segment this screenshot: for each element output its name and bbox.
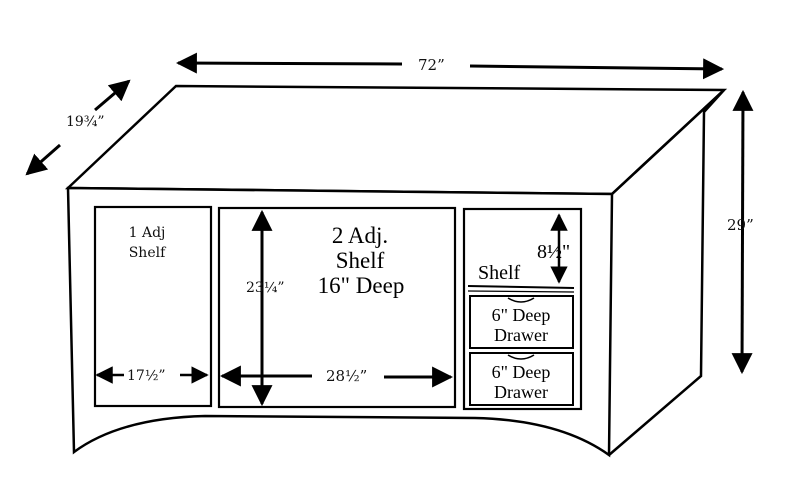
width-arrow-right: [469, 58, 725, 80]
drawer-bottom: [469, 352, 574, 406]
center-label-line2: Shelf: [336, 248, 385, 273]
center-width-label: 28½”: [326, 367, 367, 385]
left-label-line1: 1 Adj: [129, 225, 166, 241]
drawer-bottom-pull: [507, 354, 535, 360]
right-shelf: [467, 285, 575, 289]
height-label: 29”: [727, 216, 754, 234]
depth-arrow-top: [94, 79, 131, 112]
left-label-line2: Shelf: [129, 245, 167, 261]
drawer-top: [469, 295, 574, 349]
depth-arrow-bottom: [25, 143, 61, 176]
height-arrow: [731, 89, 754, 375]
center-height-label: 23¼”: [246, 280, 285, 296]
left-compartment: [93, 205, 213, 408]
shelf-height-label: 8½": [537, 241, 570, 263]
right-compartment: [462, 207, 583, 411]
cabinet-top: [64, 84, 728, 196]
center-label-line1: 2 Adj.: [332, 223, 388, 248]
right-shelf-label: Shelf: [478, 262, 521, 284]
width-arrow-left: [175, 52, 403, 74]
center-compartment: [217, 206, 457, 409]
drawer-bottom-line2: Drawer: [494, 382, 548, 402]
cabinet-side: [608, 89, 725, 456]
width-label: 72”: [418, 56, 445, 74]
left-width-label: 17½”: [127, 368, 166, 384]
drawer-top-pull: [507, 297, 535, 303]
depth-label: 19¾”: [66, 114, 105, 130]
center-label-line3: 16" Deep: [318, 273, 405, 298]
drawer-top-line1: 6" Deep: [492, 305, 551, 325]
drawer-bottom-line1: 6" Deep: [492, 362, 551, 382]
drawer-top-line2: Drawer: [494, 325, 548, 345]
